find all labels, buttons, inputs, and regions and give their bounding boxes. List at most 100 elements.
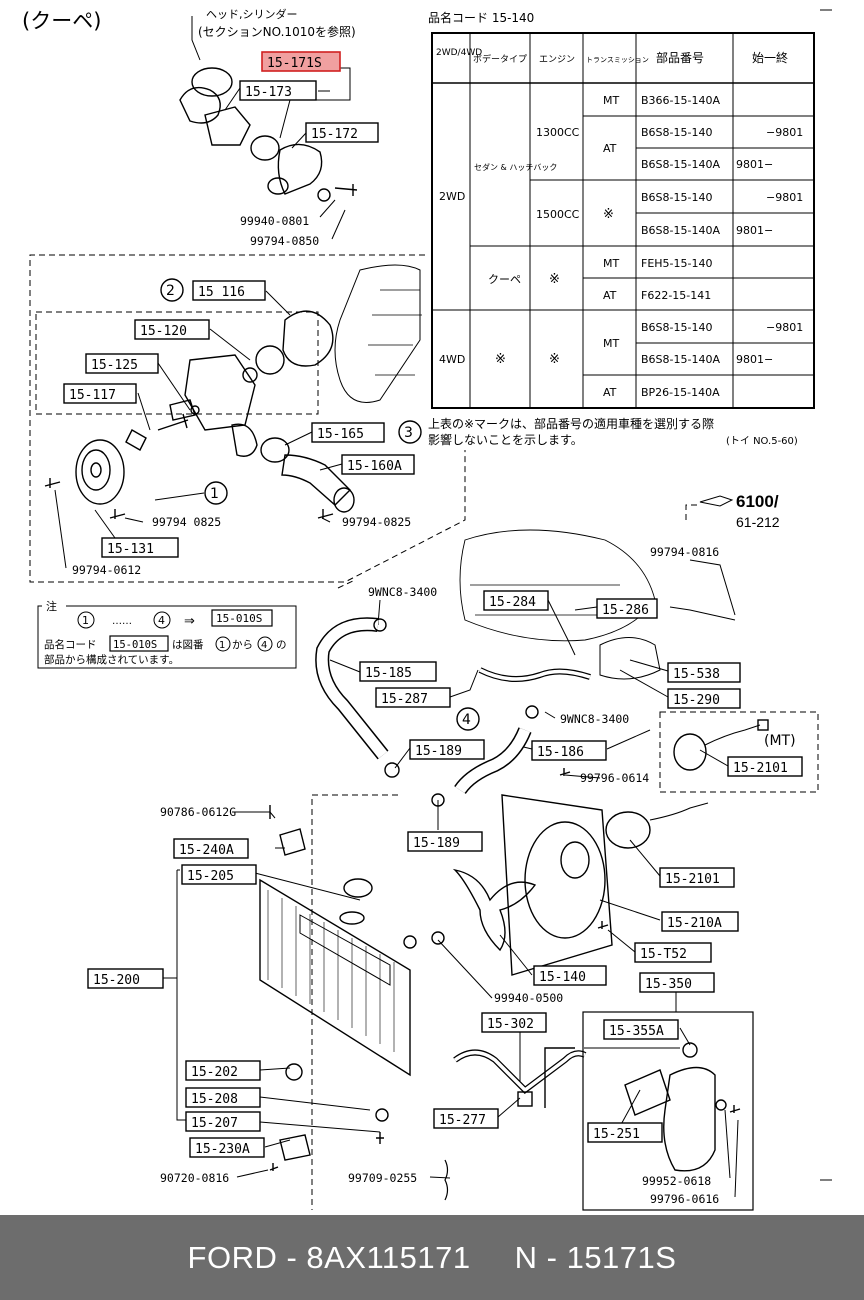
thermostat-icon [250,135,280,161]
range-row-2: −9801 [766,126,803,139]
part-label-box-15286[interactable] [596,598,658,619]
part-label-15230a: 15-230A [195,1142,250,1157]
range-row-8: −9801 [766,321,803,334]
body-coupe: クーペ [488,273,521,286]
part-label-box-15202[interactable] [185,1060,261,1081]
part-label-box-15538[interactable] [667,662,741,683]
part-label-15t52: 15-T52 [640,947,687,962]
drive-4wd: 4WD [439,353,465,366]
part-label-box-15230a[interactable] [189,1137,265,1158]
fan-motor-icon [673,733,707,771]
bolt-99952-0618: 99952-0618 [642,1174,711,1188]
part-label-box-15185[interactable] [359,661,437,682]
table-note-ref: (トイ NO.5-60) [726,436,798,447]
part-label-box-152101b[interactable] [659,867,735,888]
part-label-box-15186[interactable] [531,740,607,761]
part-label-box-15287[interactable] [375,687,451,708]
note-line3: 部品から構成されています。 [44,653,179,666]
part-label-box-15117[interactable] [63,383,137,404]
part-label-15205: 15-205 [187,869,234,884]
corner-marks [820,9,832,1181]
view-label: (クーペ) [22,9,101,33]
col-header-drive: 2WD/4WD [436,48,482,58]
part-label-box-15173[interactable] [239,80,317,101]
part-label-box-15302[interactable] [481,1012,547,1033]
fan-shroud [501,794,613,976]
trans-row2: AT [603,142,617,155]
note-circle-a: 1 [82,614,89,627]
part-label-15202: 15-202 [191,1065,238,1080]
part-label-box-15355a[interactable] [603,1019,679,1040]
trans-row7: AT [603,386,617,399]
cushion-icon [285,1063,303,1081]
part-label-15160a: 15-160A [347,459,402,474]
part-label-box-15350[interactable] [639,972,715,993]
engine-mark-coupe: ※ [549,272,560,287]
trans-row3: ※ [603,207,614,222]
section-ref-main: 6100/ [736,492,779,511]
part-label-box-15116[interactable] [192,280,266,301]
head-ref-line2: (セクションNO.1010を参照) [198,24,356,39]
part-label-box-15277[interactable] [433,1108,499,1129]
part-row-1: B366-15-140A [641,94,720,107]
radiator [259,878,411,1077]
part-label-box-15172[interactable] [305,122,379,143]
mt-label: (MT) [764,733,796,749]
part-label-box-15189a[interactable] [409,739,485,760]
part-label-15173: 15-173 [245,85,292,100]
part-label-15185: 15-185 [365,666,412,681]
trans-row4: MT [603,257,619,270]
part-label-box-15189b[interactable] [407,831,483,852]
engine-1500: 1500CC [536,208,580,221]
part-label-15251: 15-251 [593,1127,640,1142]
part-label-box-15240a[interactable] [173,838,249,859]
fan-blade-icon [452,868,537,952]
radiator-cap-icon [343,878,373,898]
note-line2-no: の [276,639,287,651]
part-label-box-15284[interactable] [483,590,549,611]
part-label-15165: 15-165 [317,427,364,442]
part-label-box-15205[interactable] [181,864,257,885]
part-label-box-15165[interactable] [311,422,385,443]
gasket-shape [191,67,233,97]
part-label-box-15131[interactable] [101,537,179,558]
impeller-icon [255,345,285,375]
part-label-box-15200[interactable] [87,968,164,989]
part-label-15140: 15-140 [539,970,586,985]
part-label-152101b: 15-2101 [665,872,720,887]
part-label-15125: 15-125 [91,358,138,373]
part-label-box-15140[interactable] [533,965,607,986]
part-row-8: B6S8-15-140 [641,321,712,334]
part-label-15302: 15-302 [487,1017,534,1032]
bolt-99940-0500: 99940-0500 [494,991,563,1005]
bolt-90786-0612g: 90786-0612G [160,805,236,819]
part-label-box-15208[interactable] [185,1087,261,1108]
pulley-icon [75,439,125,505]
trans-row6: MT [603,337,619,350]
housing-cover [179,86,221,124]
footer-brand-code: FORD - 8AX115171 [187,1240,471,1275]
part-label-box-15125[interactable] [85,353,159,374]
bolt-99794-0825-b: 99794-0825 [342,515,411,529]
part-label-152101a: 15-2101 [733,761,788,776]
part-label-box-15t52[interactable] [634,942,712,963]
nut-icon [317,188,331,202]
part-label-box-15251[interactable] [587,1122,663,1143]
note-arrow: ⇒ [184,614,195,629]
part-row-6: FEH5-15-140 [641,257,712,270]
part-label-box-152101a[interactable] [727,756,803,777]
bolt-90720-0816: 90720-0816 [160,1171,229,1185]
part-label-15287: 15-287 [381,692,428,707]
inlet-pipe [281,454,351,506]
col-header-part: 部品番号 [656,50,704,65]
part-label-box-15171s[interactable] [261,51,341,72]
note-title: 注 [46,599,57,613]
part-label-box-15120[interactable] [134,319,210,340]
part-label-box-15290[interactable] [667,688,741,709]
note-line2-post: は図番 [172,639,204,651]
bracket-icon [279,828,306,856]
part-label-box-15210a[interactable] [661,911,739,932]
part-label-box-15207[interactable] [185,1111,261,1132]
part-label-box-15160a[interactable] [341,454,415,475]
part-row-9: B6S8-15-140A [641,353,720,366]
